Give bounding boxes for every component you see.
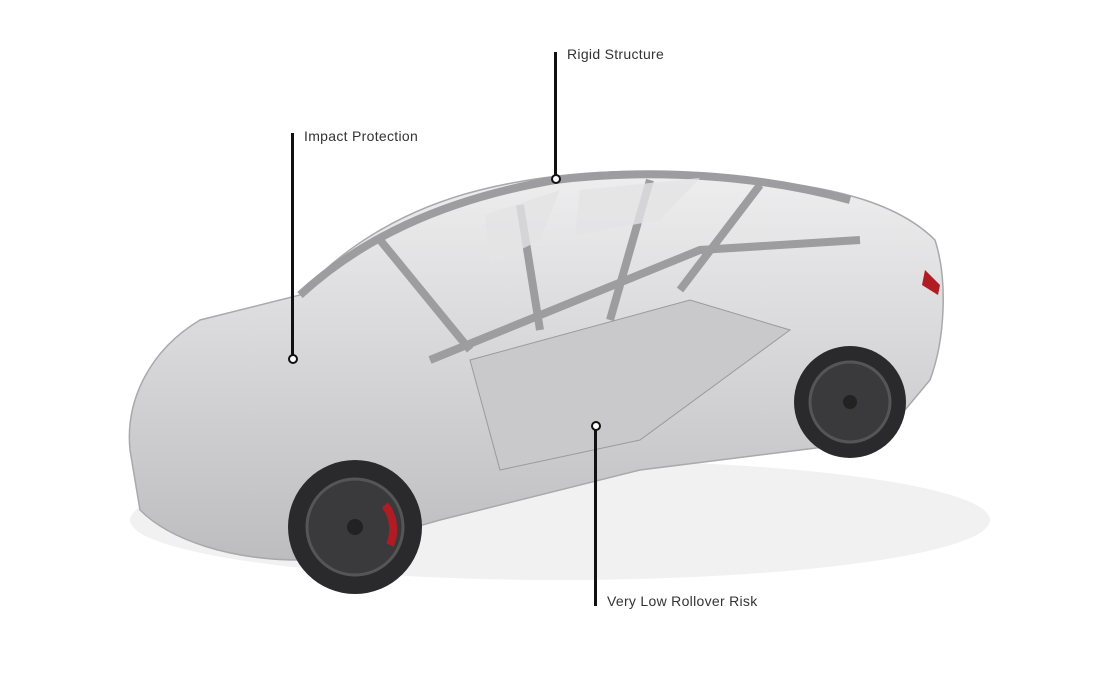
rear-wheel bbox=[794, 346, 906, 458]
floor-pan bbox=[469, 299, 792, 471]
windows bbox=[485, 178, 700, 265]
impact-protection-leader-line bbox=[291, 133, 294, 355]
impact-protection-label: Impact Protection bbox=[304, 128, 419, 144]
very-low-rollover-risk-leader-line bbox=[594, 430, 597, 606]
rigid-structure-label: Rigid Structure bbox=[567, 46, 665, 62]
front-wheel bbox=[288, 460, 422, 594]
impact-protection-marker[interactable] bbox=[288, 354, 298, 364]
rigid-structure-leader-line bbox=[554, 52, 557, 176]
tail-light bbox=[922, 270, 940, 295]
very-low-rollover-risk-label: Very Low Rollover Risk bbox=[607, 593, 758, 609]
rigid-structure-marker[interactable] bbox=[551, 174, 561, 184]
